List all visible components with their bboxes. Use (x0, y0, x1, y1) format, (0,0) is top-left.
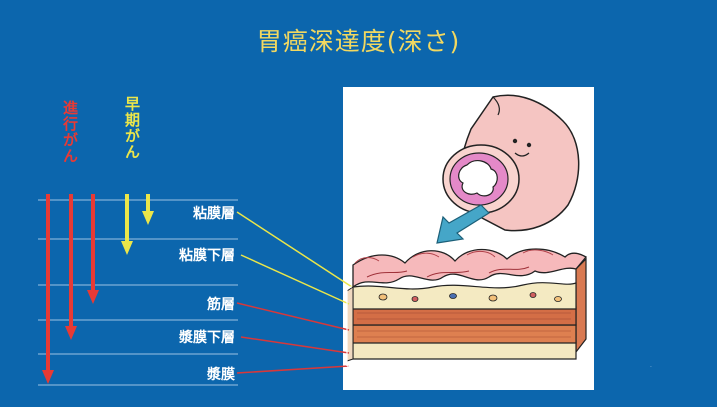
leader-lines (237, 212, 352, 373)
depth-bracket (347, 287, 352, 366)
early-cancer-arrows (121, 194, 154, 255)
page-marker: · (650, 364, 652, 371)
advanced-cancer-arrows (42, 194, 99, 384)
